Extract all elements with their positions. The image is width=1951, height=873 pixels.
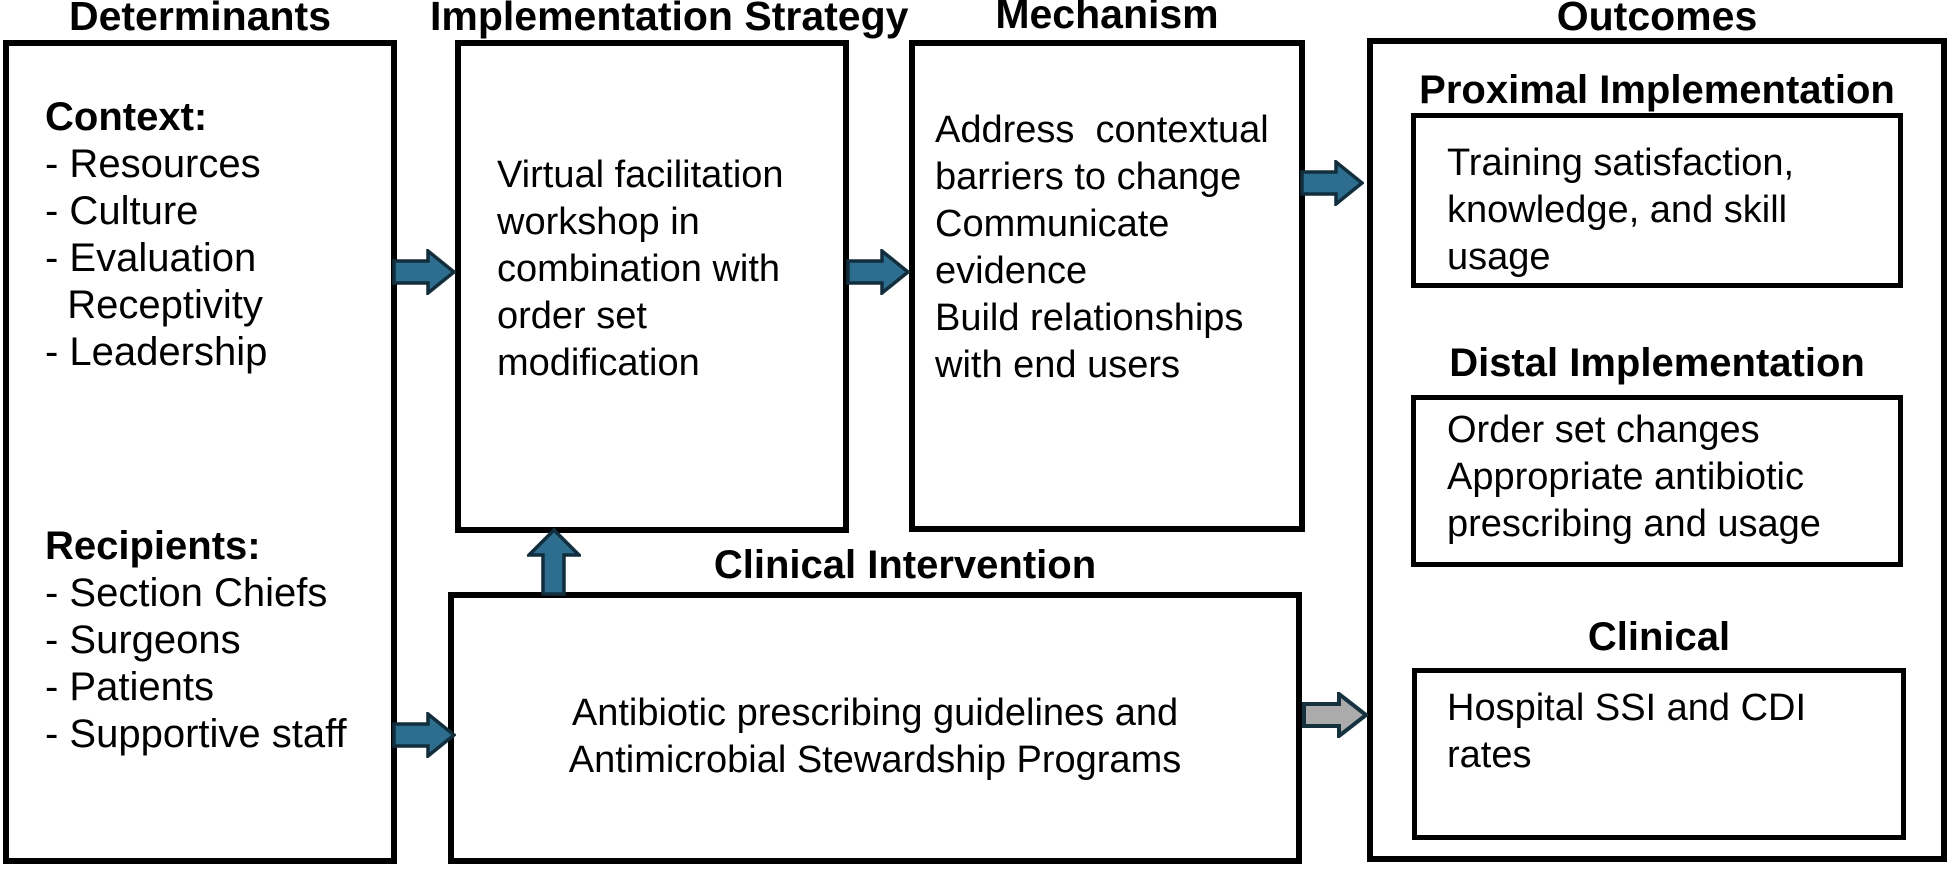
list-item: - Resources (45, 142, 261, 186)
distal-implementation-box (1411, 395, 1903, 567)
proximal-implementation-text: Training satisfaction, knowledge, and sk… (1447, 140, 1794, 281)
list-item: - Leadership (45, 330, 268, 374)
list-item: - Patients (45, 665, 214, 709)
text-line: Antibiotic prescribing guidelines and (571, 692, 1179, 734)
clinical-outcomes-box (1412, 668, 1906, 840)
mechanism-text: Address contextual barriers to change Co… (935, 107, 1269, 389)
list-item: - Section Chiefs (45, 571, 328, 615)
text-line: usage (1447, 236, 1551, 278)
text-line: knowledge, and skill (1447, 189, 1788, 231)
text-line: modification (497, 342, 700, 384)
mechanism-box (909, 40, 1305, 532)
implementation-strategy-title: Implementation Strategy (430, 0, 909, 39)
text-line: prescribing and usage (1447, 503, 1821, 545)
mechanism-title: Mechanism (995, 0, 1219, 37)
clinical-intervention-box (448, 592, 1302, 864)
recipients-list: Recipients: - Section Chiefs - Surgeons … (45, 523, 347, 758)
text-line: Hospital SSI and CDI (1447, 687, 1807, 729)
arrow-intervention-to-strategy-icon (527, 528, 581, 596)
list-item: - Supportive staff (45, 712, 347, 756)
text-line: Appropriate antibiotic (1447, 456, 1804, 498)
clinical-outcomes-text: Hospital SSI and CDI rates (1447, 685, 1806, 779)
proximal-implementation-label: Proximal Implementation (1419, 68, 1895, 112)
text-line: rates (1447, 734, 1532, 776)
text-line: workshop in (497, 201, 700, 243)
proximal-implementation-box (1411, 113, 1903, 288)
context-list: Context: - Resources - Culture - Evaluat… (45, 94, 267, 376)
implementation-strategy-text: Virtual facilitation workshop in combina… (497, 152, 784, 387)
text-line: Build relationships (935, 297, 1244, 339)
distal-implementation-label: Distal Implementation (1449, 341, 1865, 385)
list-item: - Culture (45, 189, 199, 233)
text-line: Address contextual (935, 109, 1269, 151)
implementation-strategy-box (455, 40, 849, 533)
list-item: - Surgeons (45, 618, 241, 662)
text-line: evidence (935, 250, 1088, 292)
text-line: Communicate (935, 203, 1170, 245)
text-line: barriers to change (935, 156, 1242, 198)
text-line: Virtual facilitation (497, 154, 784, 196)
list-item: - Evaluation (45, 236, 257, 280)
context-heading: Context: (45, 95, 208, 139)
text-line: order set (497, 295, 647, 337)
arrow-intervention-to-clinical-outcomes-icon (1302, 692, 1368, 738)
arrow-strategy-to-mechanism-icon (846, 249, 910, 295)
list-item: Receptivity (45, 283, 263, 327)
recipients-heading: Recipients: (45, 524, 261, 568)
text-line: Training satisfaction, (1447, 142, 1795, 184)
text-line: Antimicrobial Stewardship Programs (568, 739, 1182, 781)
arrow-determinants-to-strategy-icon (392, 249, 456, 295)
distal-implementation-text: Order set changes Appropriate antibiotic… (1447, 407, 1821, 548)
clinical-intervention-text: Antibiotic prescribing guidelines and An… (448, 690, 1302, 784)
clinical-outcomes-label: Clinical (1587, 615, 1731, 659)
text-line: Order set changes (1447, 409, 1760, 451)
arrow-determinants-to-intervention-icon (392, 712, 456, 758)
arrow-mechanism-to-outcomes-icon (1300, 160, 1364, 206)
clinical-intervention-title: Clinical Intervention (713, 543, 1097, 587)
determinants-title: Determinants (68, 0, 331, 39)
outcomes-title: Outcomes (1556, 0, 1758, 39)
text-line: combination with (497, 248, 781, 290)
text-line: with end users (935, 344, 1181, 386)
determinants-box (3, 40, 397, 864)
